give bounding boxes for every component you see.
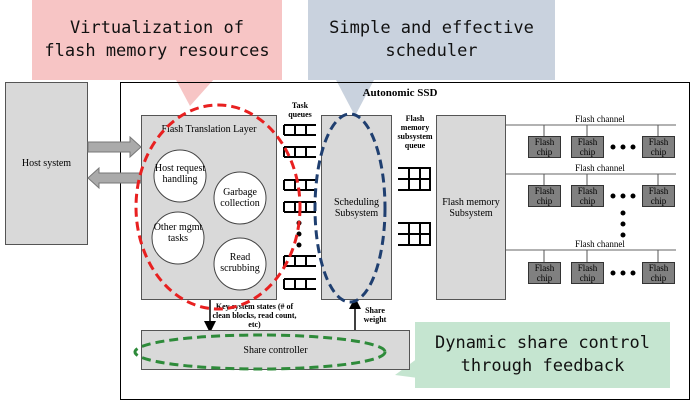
fm-subsystem-label: Flash memory Subsystem xyxy=(442,196,500,219)
task-read-label: Read scrubbing xyxy=(220,252,260,274)
host-to-ftl-arrow xyxy=(87,135,142,159)
flash-memory-subsystem-box: Flash memory Subsystem xyxy=(436,115,506,300)
flash-chip: Flash chip xyxy=(571,136,604,158)
scheduling-label: Scheduling Subsystem xyxy=(334,196,379,219)
flash-chip: Flash chip xyxy=(528,262,561,284)
task-queue xyxy=(283,146,316,158)
share-controller-box: Share controller xyxy=(141,330,410,370)
flash-channel-label: Flash channel xyxy=(575,163,625,173)
flash-chip: Flash chip xyxy=(642,185,675,207)
flash-chip: Flash chip xyxy=(571,185,604,207)
ellipsis-dot xyxy=(620,270,626,276)
task-circle-read xyxy=(213,237,267,291)
key-states-label: Key system states (# of clean blocks, re… xyxy=(212,302,297,329)
task-host-label: Host request handling xyxy=(154,163,206,185)
fm-queue-label: Flash memory subsystem queue xyxy=(397,114,433,150)
ellipsis-dot xyxy=(610,270,616,276)
ellipsis-dot xyxy=(620,221,626,227)
red-dashed-ellipse xyxy=(134,103,302,311)
ftl-title: Flash Translation Layer xyxy=(161,124,257,135)
callout-scheduler: Simple and effective scheduler xyxy=(308,0,555,80)
flash-chip: Flash chip xyxy=(642,262,675,284)
task-queue xyxy=(283,255,316,267)
ellipsis-dot xyxy=(610,193,616,199)
share-weight-label: Share weight xyxy=(363,306,387,324)
task-queue xyxy=(283,124,316,136)
task-circle-gc xyxy=(213,171,267,225)
flash-chip: Flash chip xyxy=(528,136,561,158)
ellipsis-dot xyxy=(620,232,626,238)
task-queues-label: Task queues xyxy=(288,101,312,119)
flash-channel-label: Flash channel xyxy=(575,239,625,249)
flash-chip: Flash chip xyxy=(571,262,604,284)
ftl-to-host-arrow xyxy=(87,166,142,190)
host-label: Host system xyxy=(21,158,72,169)
callout-pointer-scheduler xyxy=(335,78,375,116)
scheduling-subsystem-box: Scheduling Subsystem xyxy=(321,115,392,300)
ellipsis-dot xyxy=(610,144,616,150)
host-system-box: Host system xyxy=(5,82,88,245)
task-circle-other xyxy=(151,211,205,265)
ellipsis-dot xyxy=(620,210,626,216)
fm-queues xyxy=(398,167,431,246)
task-circle-host xyxy=(153,149,207,203)
callout-pointer-virtualization xyxy=(175,78,215,106)
task-gc-label: Garbage collection xyxy=(220,187,260,209)
ellipsis-dot xyxy=(620,193,626,199)
blue-dashed-ellipse xyxy=(313,112,387,304)
ellipsis-dot xyxy=(620,144,626,150)
ssd-title: Autonomic SSD xyxy=(362,87,438,99)
task-other-label: Other mgmt tasks xyxy=(153,222,203,244)
flash-channel-label: Flash channel xyxy=(575,114,625,124)
callout-virtualization: Virtualization of flash memory resources xyxy=(32,0,282,80)
green-dashed-ellipse xyxy=(133,333,387,371)
flash-chip: Flash chip xyxy=(642,136,675,158)
autonomic-ssd-box xyxy=(120,82,690,400)
task-queue xyxy=(283,278,316,290)
ellipsis-dot xyxy=(630,193,636,199)
flash-chip: Flash chip xyxy=(528,185,561,207)
ellipsis-dot xyxy=(630,144,636,150)
callout-share: Dynamic share control through feedback xyxy=(415,322,670,388)
share-controller-label: Share controller xyxy=(243,344,308,356)
ellipsis-dot xyxy=(630,270,636,276)
